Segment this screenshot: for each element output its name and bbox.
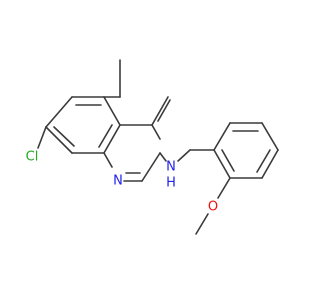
- ether-oxygen-label: O: [208, 200, 218, 215]
- bond: [261, 149, 279, 179]
- bond: [159, 152, 167, 162]
- bond: [261, 122, 279, 151]
- bond: [141, 152, 161, 182]
- bond: [103, 96, 121, 126]
- chlorine-atom-label: Cl: [26, 150, 39, 165]
- bond: [151, 96, 169, 126]
- bond: [53, 126, 75, 147]
- molecule-drawing: Cl N N H O: [26, 59, 279, 235]
- quinoline-pyridine-ring: [103, 96, 171, 182]
- bond: [45, 96, 73, 128]
- bond: [177, 149, 191, 162]
- bond: [98, 124, 113, 148]
- structure-canvas: Cl N N H O: [25, 59, 279, 235]
- bond: [103, 152, 113, 168]
- bond: [151, 124, 161, 140]
- ring-nitrogen-label: N: [113, 174, 123, 189]
- bond: [213, 149, 231, 179]
- bond: [103, 124, 121, 154]
- bond: [221, 149, 235, 172]
- chloro-bond: [37, 126, 47, 149]
- methoxy-bond: [217, 177, 231, 199]
- bond: [213, 122, 231, 151]
- methoxy-bond: [195, 213, 209, 235]
- amine-nitrogen-label: N: [166, 160, 176, 175]
- methoxyphenyl-ring: [213, 122, 279, 179]
- bond: [256, 149, 271, 173]
- amine-hydrogen-label: H: [166, 176, 176, 191]
- quinoline-benzo-ring: [45, 96, 121, 154]
- bond: [45, 126, 73, 154]
- amine-linker: [159, 149, 215, 162]
- bond: [157, 99, 171, 122]
